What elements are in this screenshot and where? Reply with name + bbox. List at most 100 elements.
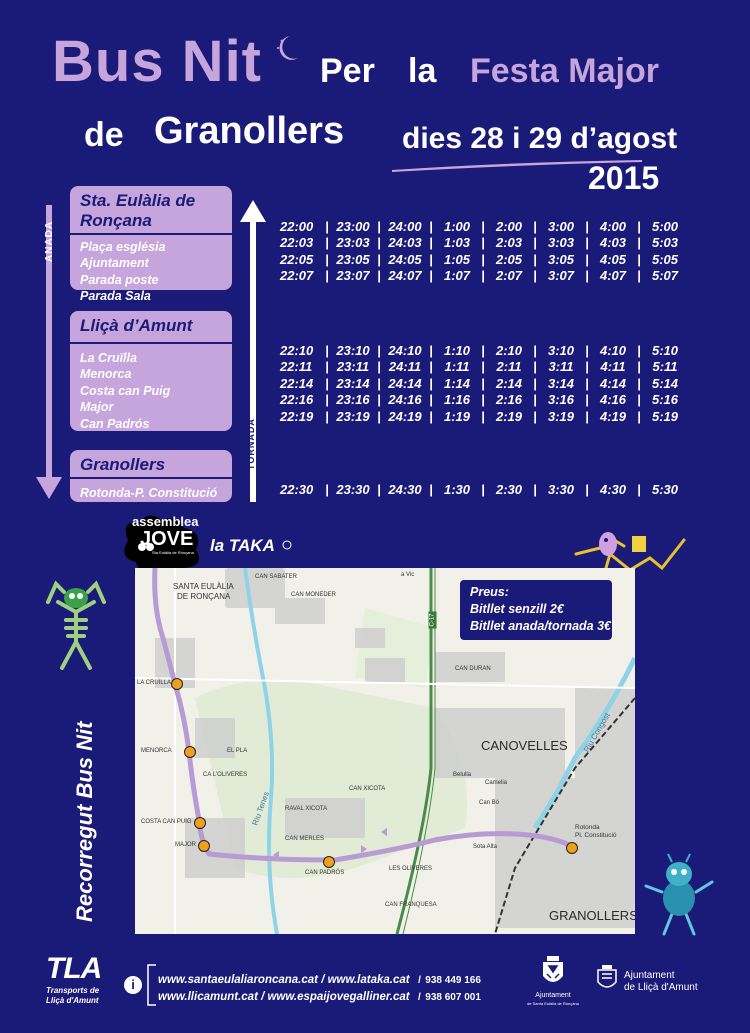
stop-group-granollers: Granollers Rotonda-P. Constitució	[70, 450, 232, 502]
tla-subtitle-2: Lliçà d'Amunt	[46, 996, 99, 1005]
price-item: Bitllet anada/tornada 3€	[470, 619, 612, 633]
column-separator: |	[533, 408, 537, 424]
column-separator: |	[325, 235, 329, 251]
footer-urls-2[interactable]: www.llicamunt.cat / www.espaijovegalline…	[158, 991, 410, 1003]
departure-time: 5:11	[652, 359, 678, 375]
departure-time: 1:07	[443, 268, 471, 284]
swoosh-decoration	[392, 160, 642, 172]
departure-time: 4:03	[599, 235, 627, 251]
departure-time: 5:07	[651, 268, 679, 284]
column-separator: |	[325, 482, 329, 497]
ajunt-llica-line1: Ajuntament	[624, 970, 675, 981]
column-separator: |	[429, 235, 433, 251]
departure-time: 2:03	[495, 235, 523, 251]
departure-time: 3:00	[547, 219, 575, 234]
departure-time: 2:30	[495, 482, 523, 497]
column-separator: |	[325, 251, 329, 267]
title-bus-nit: Bus Nit	[52, 29, 262, 94]
column-separator: |	[585, 268, 589, 284]
tla-logo-text: TLA	[46, 952, 102, 985]
departure-time: 24:00	[388, 219, 422, 234]
stop-group-santa-eulalia: Sta. Eulàlia de Ronçana Plaça església A…	[70, 186, 232, 303]
timetable-row: 22:07|23:07|24:07|1:07|2:07|3:07|4:07|5:…	[280, 268, 686, 284]
stop-name: Parada Sala	[80, 289, 151, 304]
departure-time: 4:05	[599, 251, 627, 267]
column-separator: |	[585, 343, 589, 358]
departure-time: 1:05	[443, 251, 471, 267]
map-label: C-17	[428, 611, 437, 629]
departure-time: 3:19	[547, 408, 575, 424]
departure-time: 2:07	[495, 268, 523, 284]
departure-time: 1:11	[444, 359, 470, 375]
departure-time: 24:11	[388, 359, 422, 375]
column-separator: |	[481, 219, 485, 234]
footer-urls-1[interactable]: www.santaeulaliaroncana.cat / www.lataka…	[158, 974, 410, 986]
event-year: 2015	[588, 160, 660, 196]
bracket-decoration	[147, 964, 156, 1006]
timetable-row: 22:05|23:05|24:05|1:05|2:05|3:05|4:05|5:…	[280, 252, 686, 268]
ajunt-sta-line2: de Santa Eulàlia de Rònçana	[527, 1001, 579, 1006]
departure-time: 4:00	[599, 219, 627, 234]
departure-time: 22:00	[280, 219, 314, 234]
timetable-row: 22:16|23:16|24:16|1:16|2:16|3:16|4:16|5:…	[280, 392, 686, 408]
column-separator: |	[585, 359, 589, 375]
column-separator: |	[533, 375, 537, 391]
column-separator: |	[325, 392, 329, 408]
column-separator: |	[637, 482, 641, 497]
stop-dot-major	[198, 840, 210, 852]
jove-subtitle: Sta Eulàlia de Rònçana	[152, 550, 194, 555]
stop-dot-rotonda	[566, 842, 578, 854]
map-label: SANTA EULÀLIA	[173, 582, 234, 591]
departure-time: 1:30	[443, 482, 471, 497]
anada-arrow	[36, 205, 62, 499]
stop-name: Ajuntament	[80, 256, 149, 271]
column-separator: |	[429, 219, 433, 234]
departure-time: 23:10	[336, 343, 370, 358]
footer-phone-1: 938 449 166	[425, 975, 481, 986]
column-separator: |	[585, 375, 589, 391]
departure-time: 5:03	[651, 235, 679, 251]
departure-time: 22:30	[280, 482, 314, 497]
departure-time: 23:30	[336, 482, 370, 497]
timetable-llica: 22:10|23:10|24:10|1:10|2:10|3:10|4:10|5:…	[280, 343, 686, 425]
column-separator: |	[533, 219, 537, 234]
column-separator: |	[377, 408, 381, 424]
departure-time: 23:14	[336, 375, 370, 391]
departure-time: 22:19	[280, 408, 314, 424]
column-separator: |	[325, 343, 329, 358]
timetable-granollers: 22:30|23:30|24:30|1:30|2:30|3:30|4:30|5:…	[280, 482, 686, 498]
tla-subtitle-1: Transports de	[46, 986, 100, 995]
column-separator: |	[533, 359, 537, 375]
anada-label: ANADA	[44, 220, 55, 262]
stop-name: Rotonda-P. Constitució	[80, 486, 218, 500]
route-side-title: Recorregut Bus Nit	[72, 721, 97, 922]
column-separator: |	[533, 268, 537, 284]
column-separator: |	[637, 408, 641, 424]
departure-time: 3:07	[547, 268, 575, 284]
column-separator: |	[533, 482, 537, 497]
timetable-row: 22:14|23:14|24:14|1:14|2:14|3:14|4:14|5:…	[280, 376, 686, 392]
price-item: Bitllet senzill 2€	[470, 602, 564, 616]
assemblea-text: assemblea	[132, 514, 199, 529]
column-separator: |	[585, 235, 589, 251]
stop-name: La Cruïlla	[80, 351, 137, 365]
map-label: EL PLA	[227, 748, 248, 754]
llica-crest-icon	[597, 965, 617, 988]
departure-time: 4:16	[599, 392, 627, 408]
departure-time: 2:00	[495, 219, 523, 234]
tla-logo: TLA	[46, 952, 102, 986]
column-separator: |	[637, 375, 641, 391]
column-separator: |	[533, 251, 537, 267]
column-separator: |	[377, 268, 381, 284]
map-label: Sota Alta	[473, 844, 498, 850]
stop-dot-costa-can-puig	[194, 817, 206, 829]
column-separator: |	[637, 343, 641, 358]
departure-time: 3:10	[547, 343, 575, 358]
town-name: Granollers	[70, 450, 232, 479]
departure-time: 4:14	[599, 375, 627, 391]
jove-text: JOVE	[140, 528, 194, 550]
departure-time: 3:14	[547, 375, 575, 391]
departure-time: 24:19	[388, 408, 422, 424]
column-separator: |	[325, 375, 329, 391]
departure-time: 23:19	[336, 408, 370, 424]
